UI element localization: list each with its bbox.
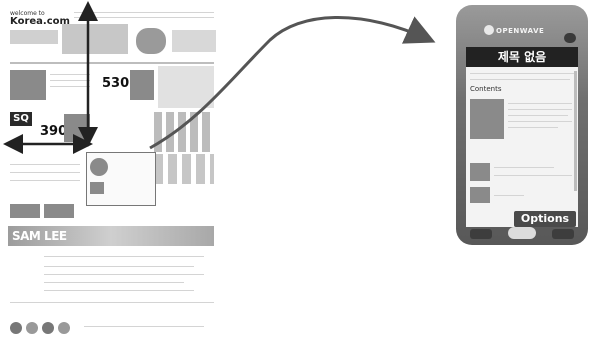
screen-line [470, 79, 570, 80]
right-nav-button[interactable] [552, 229, 574, 239]
camera-icon [564, 33, 576, 43]
scrollbar[interactable] [574, 71, 577, 191]
mobile-phone: OPENWAVE 제목 없음 Contents Options [456, 5, 588, 245]
screen-line [508, 121, 572, 122]
screen-line [470, 73, 574, 74]
screen-line [494, 195, 524, 196]
conversion-arrow [150, 17, 430, 148]
screen-line [508, 127, 558, 128]
center-nav-button[interactable] [508, 227, 536, 239]
section-label: Contents [470, 85, 502, 93]
screen-portrait[interactable] [470, 99, 504, 139]
options-softkey[interactable]: Options [514, 211, 576, 227]
screen-thumb[interactable] [470, 187, 490, 203]
screen-line [508, 115, 568, 116]
phone-title-bar: 제목 없음 [466, 47, 578, 67]
screen-line [494, 175, 572, 176]
screen-line [508, 109, 572, 110]
screen-line [494, 167, 554, 168]
screen-thumb[interactable] [470, 163, 490, 181]
phone-brand: OPENWAVE [496, 27, 544, 35]
brand-logo-icon [484, 25, 494, 35]
left-nav-button[interactable] [470, 229, 492, 239]
screen-line [508, 103, 572, 104]
